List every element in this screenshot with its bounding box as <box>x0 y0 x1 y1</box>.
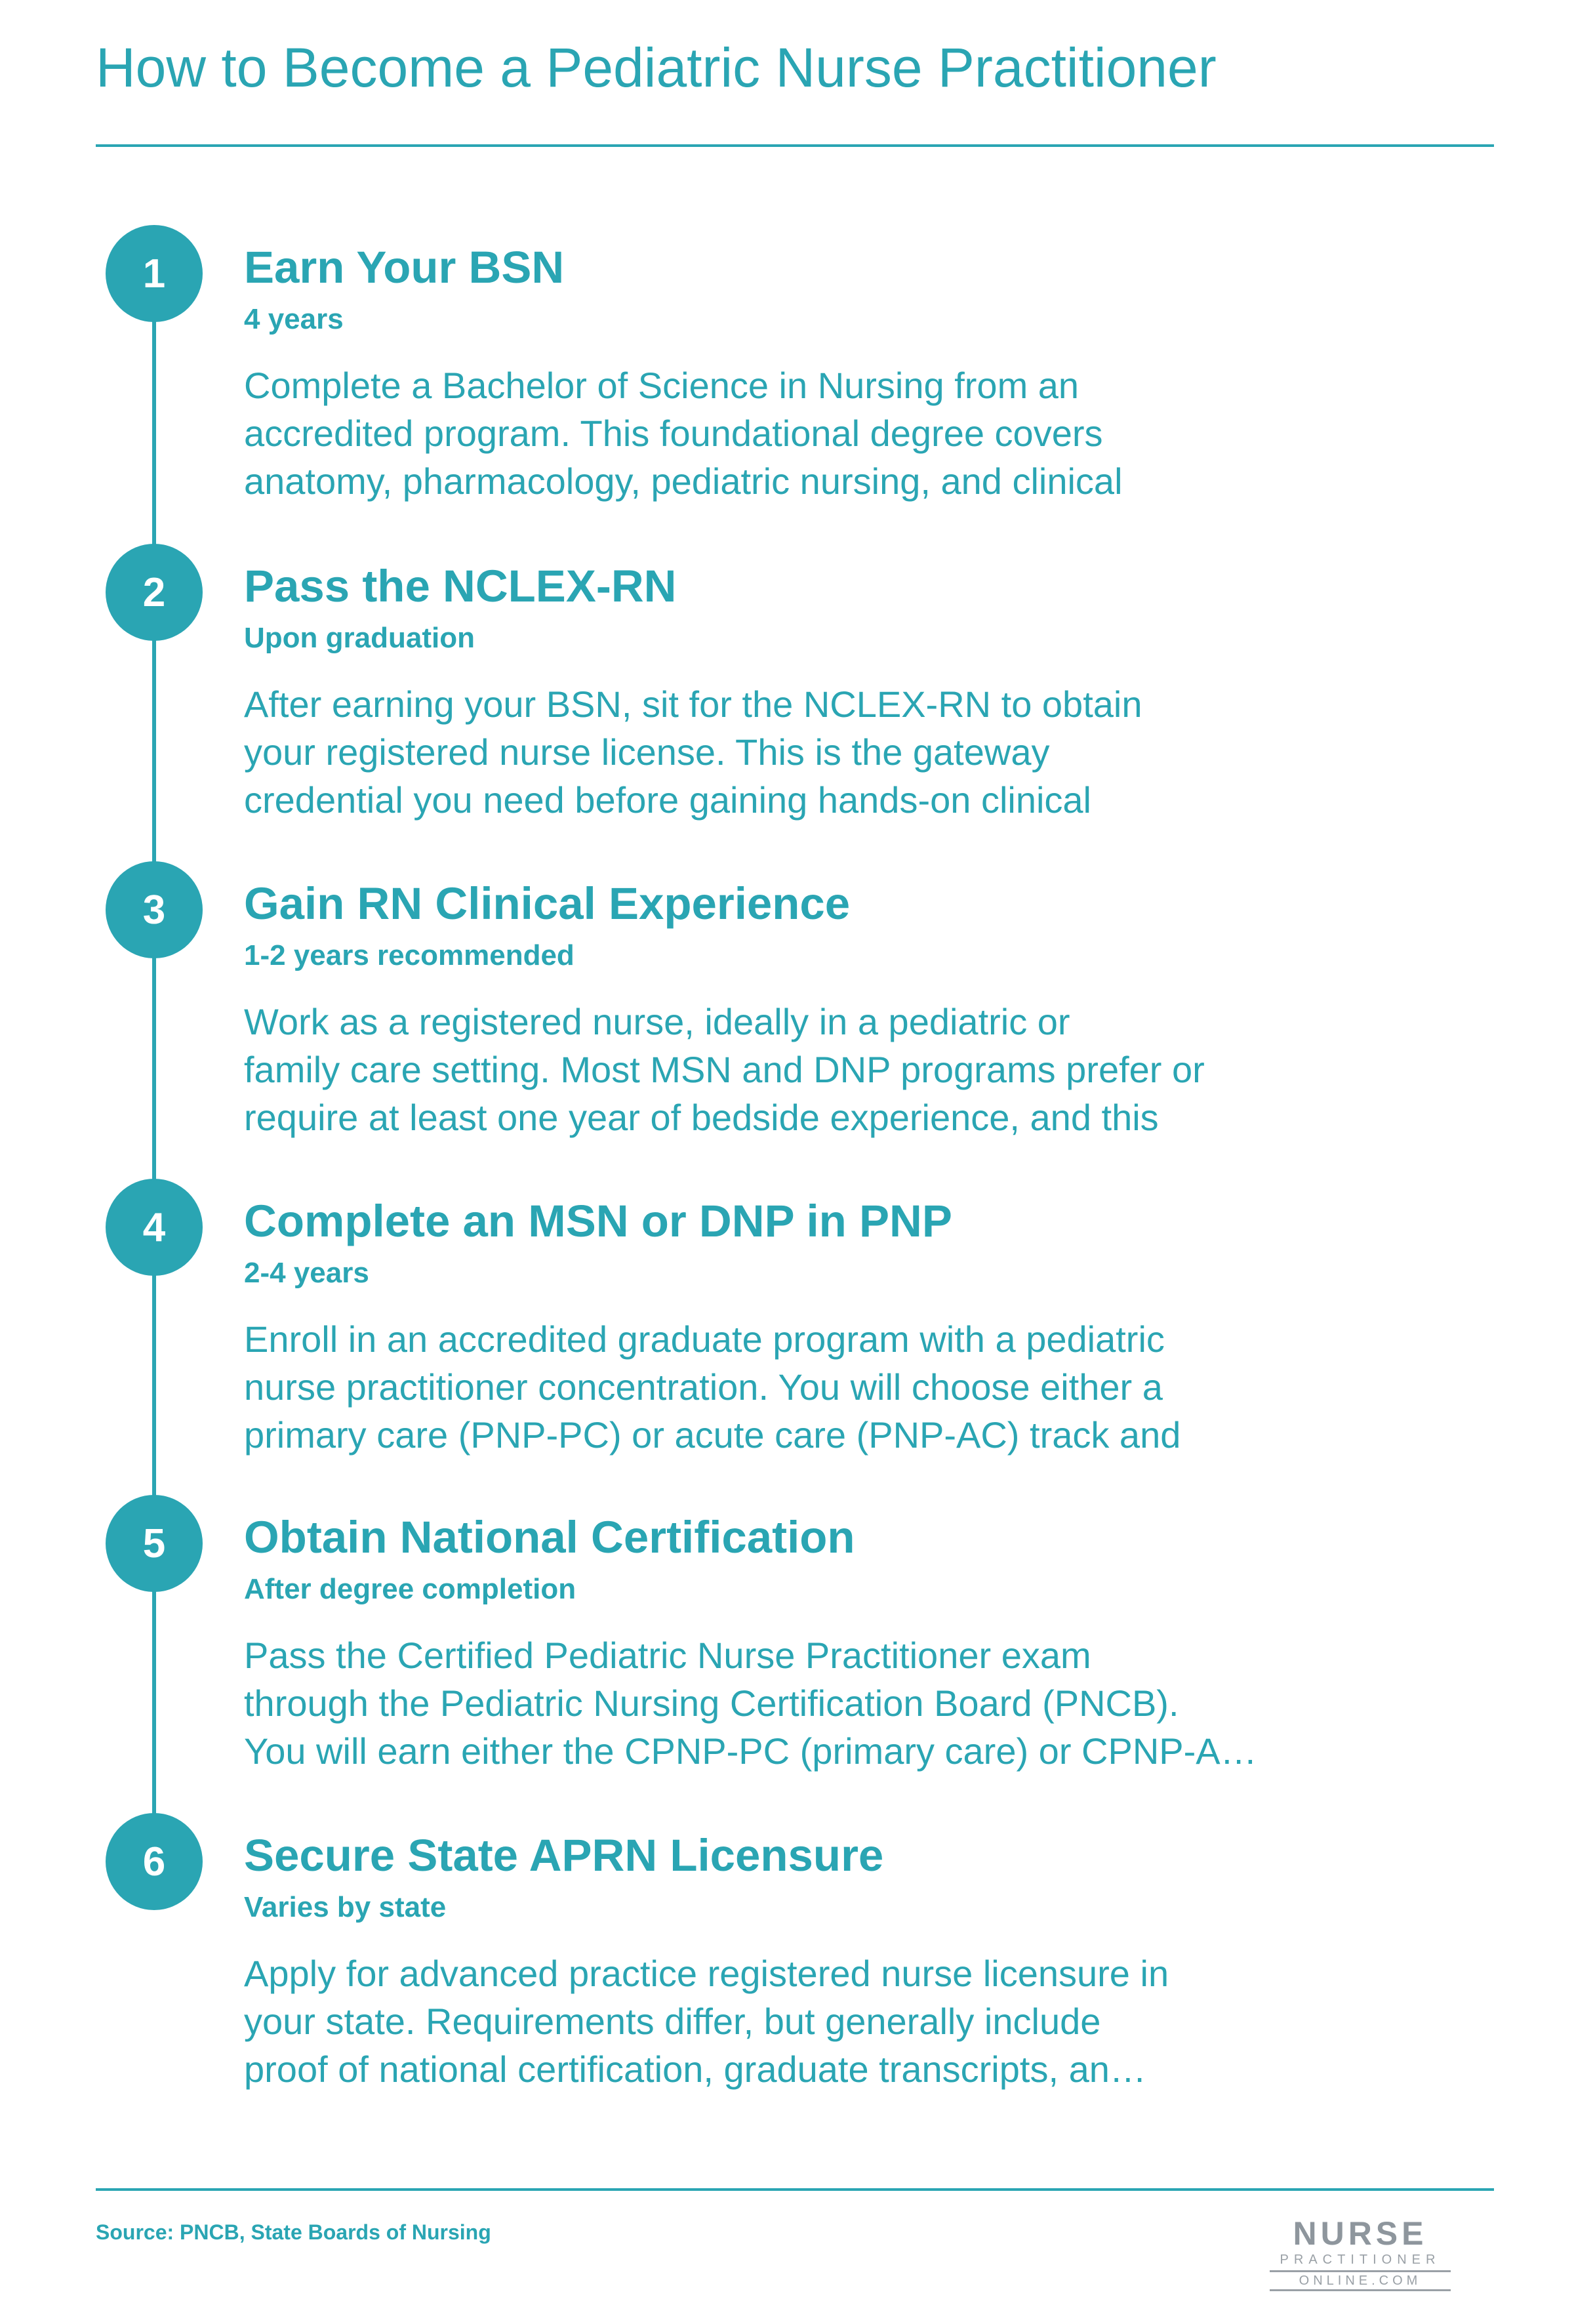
step-number-badge: 1 <box>106 225 203 322</box>
step-description: Apply for advanced practice registered n… <box>244 1949 1320 2093</box>
logo-sub-text: PRACTITIONER <box>1280 2253 1441 2267</box>
step-duration: 1-2 years recommended <box>244 939 575 971</box>
step-description-line: Pass the Certified Pediatric Nurse Pract… <box>244 1635 1091 1676</box>
step-duration: After degree completion <box>244 1573 576 1605</box>
timeline-line <box>152 275 156 1869</box>
step-number-badge: 3 <box>106 861 203 958</box>
step-description: Complete a Bachelor of Science in Nursin… <box>244 361 1320 505</box>
title-divider <box>96 144 1494 147</box>
step-description: Work as a registered nurse, ideally in a… <box>244 998 1320 1141</box>
step-description-line: primary care (PNP-PC) or acute care (PNP… <box>244 1414 1181 1456</box>
step-5: 5 Obtain National Certification After de… <box>0 1495 1574 1784</box>
step-description: After earning your BSN, sit for the NCLE… <box>244 680 1320 824</box>
source-note: Source: PNCB, State Boards of Nursing <box>96 2220 491 2244</box>
step-duration: Varies by state <box>244 1891 447 1923</box>
step-description-line: nurse practitioner concentration. You wi… <box>244 1366 1163 1408</box>
step-description-line: family care setting. Most MSN and DNP pr… <box>244 1049 1205 1090</box>
step-4: 4 Complete an MSN or DNP in PNP 2-4 year… <box>0 1179 1574 1467</box>
step-number-badge: 2 <box>106 544 203 641</box>
step-description: Pass the Certified Pediatric Nurse Pract… <box>244 1631 1320 1775</box>
step-description-line: After earning your BSN, sit for the NCLE… <box>244 683 1142 725</box>
step-description-line: Work as a registered nurse, ideally in a… <box>244 1001 1070 1042</box>
step-2: 2 Pass the NCLEX-RN Upon graduation Afte… <box>0 544 1574 832</box>
step-title: Complete an MSN or DNP in PNP <box>244 1196 952 1246</box>
step-title: Gain RN Clinical Experience <box>244 878 851 929</box>
logo-domain-text: ONLINE.COM <box>1270 2270 1451 2291</box>
step-duration: Upon graduation <box>244 622 475 654</box>
page-title: How to Become a Pediatric Nurse Practiti… <box>96 37 1217 98</box>
step-title: Obtain National Certification <box>244 1512 855 1562</box>
step-description-line: proof of national certification, graduat… <box>244 2049 1146 2090</box>
step-description-line: anatomy, pharmacology, pediatric nursing… <box>244 460 1123 502</box>
step-description-line: your registered nurse license. This is t… <box>244 731 1050 773</box>
step-description-line: through the Pediatric Nursing Certificat… <box>244 1682 1179 1724</box>
step-description-line: credential you need before gaining hands… <box>244 779 1091 821</box>
step-number-badge: 5 <box>106 1495 203 1592</box>
logo-main-text: NURSE <box>1293 2215 1428 2252</box>
nurse-practitioner-online-logo: NURSE PRACTITIONER ONLINE.COM <box>1262 2217 1459 2296</box>
step-1: 1 Earn Your BSN 4 years Complete a Bache… <box>0 225 1574 514</box>
step-duration: 4 years <box>244 303 344 335</box>
step-description-line: Enroll in an accredited graduate program… <box>244 1318 1165 1360</box>
step-number-badge: 4 <box>106 1179 203 1276</box>
step-title: Secure State APRN Licensure <box>244 1830 884 1881</box>
step-description-line: accredited program. This foundational de… <box>244 413 1103 454</box>
step-title: Earn Your BSN <box>244 242 565 293</box>
footer-divider <box>96 2188 1494 2191</box>
step-description-line: Apply for advanced practice registered n… <box>244 1953 1169 1994</box>
step-title: Pass the NCLEX-RN <box>244 561 677 611</box>
step-description-line: Complete a Bachelor of Science in Nursin… <box>244 365 1080 406</box>
step-3: 3 Gain RN Clinical Experience 1-2 years … <box>0 861 1574 1150</box>
step-description-line: You will earn either the CPNP-PC (primar… <box>244 1730 1257 1772</box>
step-description-line: require at least one year of bedside exp… <box>244 1097 1159 1138</box>
step-description-line: your state. Requirements differ, but gen… <box>244 2001 1101 2042</box>
step-duration: 2-4 years <box>244 1257 369 1289</box>
step-description: Enroll in an accredited graduate program… <box>244 1315 1320 1459</box>
step-number-badge: 6 <box>106 1813 203 1910</box>
step-6: 6 Secure State APRN Licensure Varies by … <box>0 1813 1574 2102</box>
